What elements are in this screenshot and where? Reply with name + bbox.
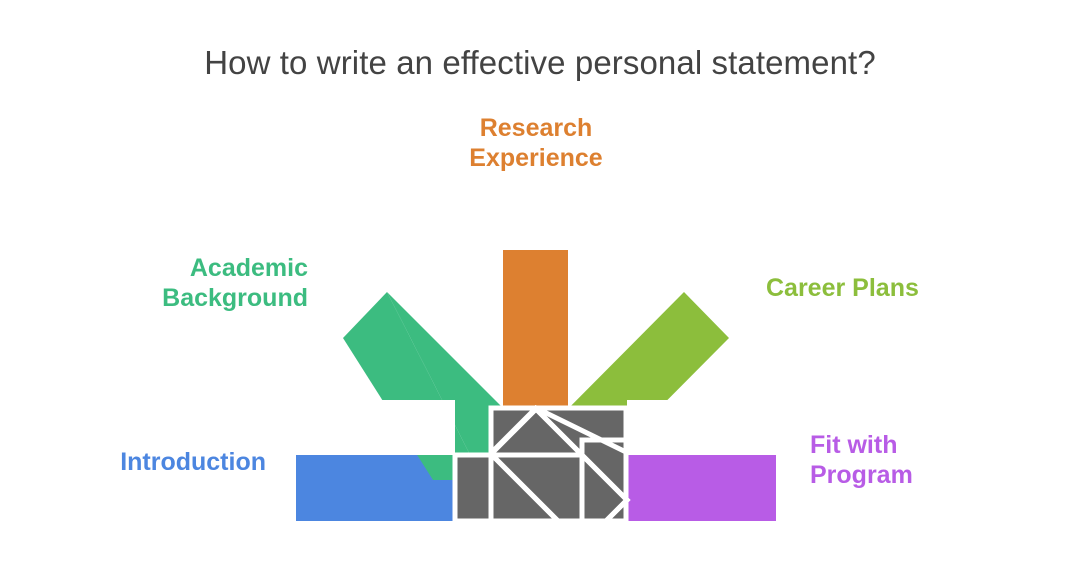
segment-label-academic-background: Academic Background — [162, 254, 308, 312]
segment-label-fit-with-program: Fit with Program — [810, 431, 913, 489]
segment-bar-fit-with-program — [617, 455, 776, 521]
segment-label-career-plans: Career Plans — [766, 274, 919, 302]
hub-left-mask — [280, 400, 455, 455]
segment-bar-research-experience — [503, 250, 568, 422]
hub-shutter — [452, 404, 631, 549]
hub-blade-lower-left-outline — [452, 452, 585, 524]
hub-baseline-mask — [280, 522, 800, 565]
hub-right-mask — [627, 400, 802, 455]
page-title: How to write an effective personal state… — [204, 44, 876, 81]
segment-label-introduction: Introduction — [120, 448, 266, 476]
segment-label-research-experience: Research Experience — [469, 114, 603, 172]
